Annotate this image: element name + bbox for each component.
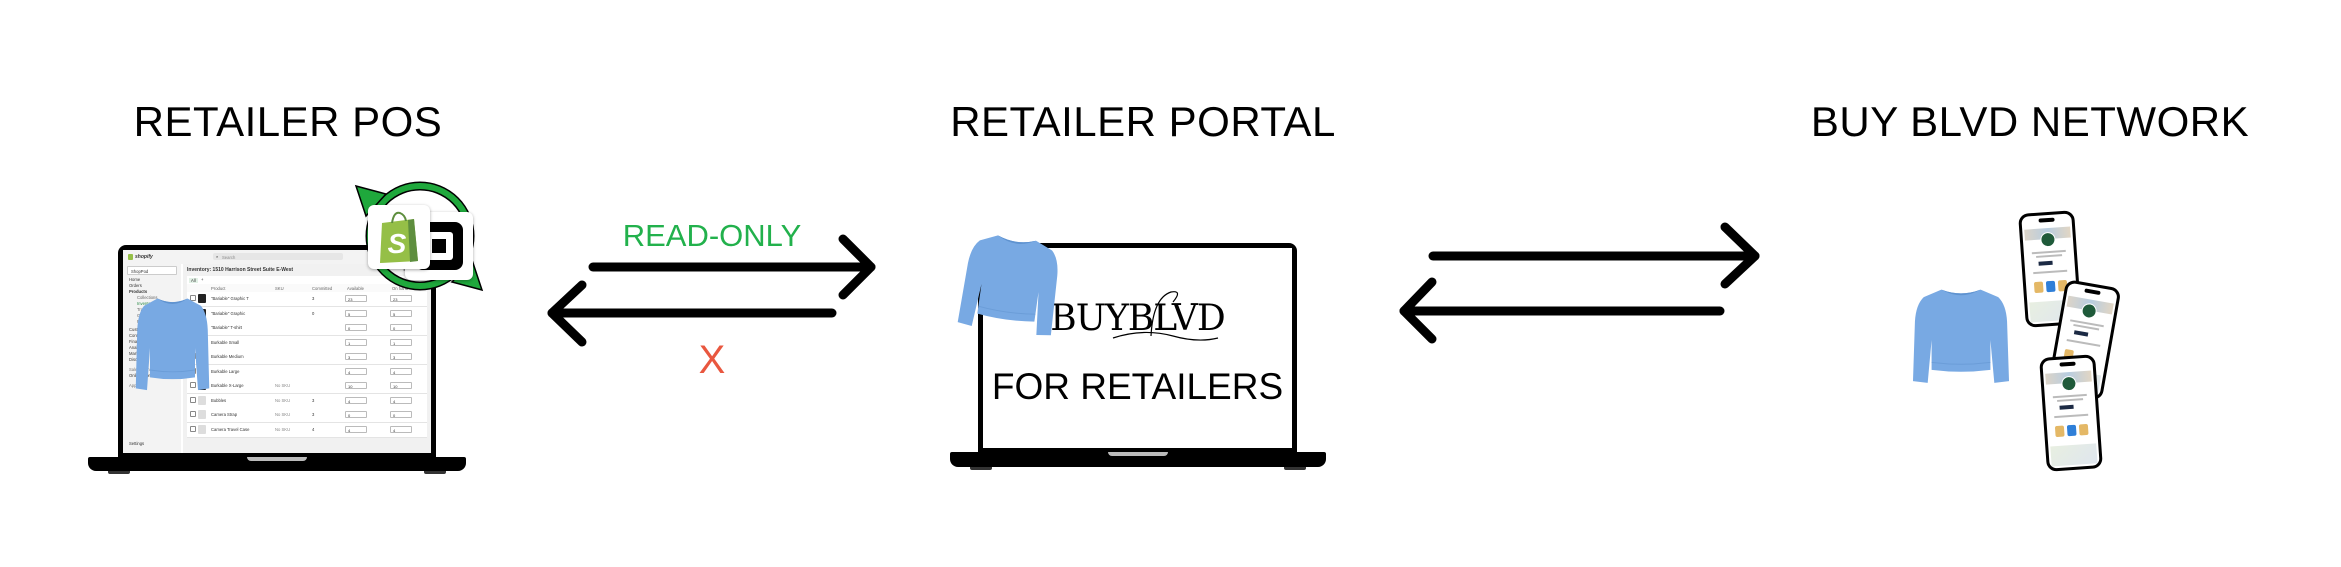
sweater-product-image [955,226,1066,350]
product-thumbnail [198,410,206,419]
sidebar-item-collections[interactable]: Collections [137,295,158,300]
on-hand-qty-input[interactable]: 4 [390,367,412,375]
available-qty-input[interactable]: 4 [345,425,367,433]
product-name: Camera Strap [211,412,238,417]
buy-blvd-network-title: BUY BLVD NETWORK [1810,98,2250,145]
available-qty-input[interactable]: 3 [345,353,367,360]
available-qty-input[interactable]: 4 [345,367,367,375]
product-name: Burkable Large [211,368,240,374]
product-name: Bubbles [211,397,227,403]
inventory-page-title: Inventory: 1510 Harrison Street Suite E-… [187,267,294,273]
portal-to-pos-arrow [547,280,837,347]
available-qty-input[interactable]: 10 [345,382,367,389]
shopify-brand: shopify [135,254,153,260]
retailer-pos-title: RETAILER POS [133,98,443,145]
on-hand-qty-input[interactable]: 23 [390,295,412,302]
table-tabs: All + [187,276,427,284]
available-qty-input[interactable]: 5 [345,309,367,317]
column-committed: Committed [312,286,333,291]
portal-laptop-base [950,452,1326,470]
on-hand-qty-input[interactable]: 0 [390,411,412,418]
committed-qty: 3 [312,412,315,417]
available-qty-input[interactable]: 4 [345,396,367,404]
sidebar-item-apps[interactable]: Apps [129,383,139,388]
read-only-label: READ-ONLY [622,218,802,253]
product-thumbnail [198,294,206,303]
add-tab-button[interactable]: + [201,277,204,282]
shopify-logo-icon [128,254,133,260]
product-name: "Bariable" Graphic T [211,296,249,301]
svg-text:S: S [388,228,407,259]
product-thumbnail [198,395,206,405]
table-row[interactable]: Burkable Large 4 4 [187,364,427,380]
search-placeholder: Search [222,254,236,260]
product-name: "Bariable" Graphic [211,310,246,316]
on-hand-qty-input[interactable]: 1 [390,338,412,346]
inventory-main: Inventory: 1510 Harrison Street Suite E-… [183,264,431,453]
retailer-portal-title: RETAILER PORTAL [950,98,1336,145]
committed-qty: 4 [312,426,315,432]
row-checkbox[interactable] [190,382,196,388]
tab-all[interactable]: All [189,277,198,283]
product-sku: No SKU [275,426,291,432]
available-qty-input[interactable]: 0 [345,411,367,418]
pos-to-portal-arrow [588,234,876,300]
column-available: Available [347,286,364,291]
available-qty-input[interactable]: 0 [345,324,367,331]
on-hand-qty-input[interactable]: 3 [390,353,412,360]
sweater-product-image [1912,284,2010,396]
available-qty-input[interactable]: 1 [345,338,367,346]
product-thumbnail [198,424,206,434]
committed-qty: 3 [312,296,315,301]
product-name: Burkable Medium [211,354,244,359]
product-sku: No SKU [275,397,291,403]
row-checkbox[interactable] [190,396,196,403]
search-input[interactable]: ⌕ Search [213,253,343,260]
on-hand-qty-input[interactable]: 5 [390,309,412,317]
product-name: "Bariable" T-shirt [211,325,243,330]
sidebar-item-settings[interactable]: Settings [129,441,145,446]
column-on-hand: On hand [392,286,409,291]
sidebar-item-content[interactable]: Content [129,333,144,338]
column-sku: SKU [275,286,284,291]
table-row[interactable]: Camera Travel Case No SKU 4 4 4 [187,422,427,438]
search-icon: ⌕ [216,254,219,259]
shopify-bag-logo: S [368,205,430,269]
portal-to-network-arrow [1428,222,1760,289]
buyblvd-logo-swash [1112,291,1219,341]
sidebar-item-inventory[interactable]: Inventory [137,301,155,306]
row-checkbox[interactable] [190,295,196,301]
sidebar-item-orders[interactable]: Orders [129,283,142,288]
available-qty-input[interactable]: 23 [345,295,367,302]
write-blocked-x: X [698,338,726,382]
table-header: Product SKU Committed Available On hand [187,284,427,292]
on-hand-qty-input[interactable]: 4 [390,396,412,404]
for-retailers-label: FOR RETAILERS [991,366,1284,407]
store-selector-label: ShopPod [131,268,149,274]
buyblvd-logo: BUYBLVD [1050,298,1226,339]
committed-qty: 3 [312,397,315,403]
shopify-top-bar: shopify ⌕ Search [123,250,431,264]
on-hand-qty-input[interactable]: 4 [390,425,412,433]
network-to-portal-arrow [1399,277,1725,344]
product-name: Burkable X-Large [211,383,244,388]
on-hand-qty-input[interactable]: 10 [390,382,412,389]
pos-laptop-base [88,457,466,474]
store-selector[interactable]: ShopPod [127,266,177,275]
sidebar-item-home[interactable]: Home [129,277,141,282]
product-name: Burkable Small [211,339,240,345]
product-sku: No SKU [275,412,291,417]
on-hand-qty-input[interactable]: 0 [390,324,412,331]
column-product: Product [211,286,226,291]
row-checkbox[interactable] [190,411,196,417]
product-sku: No SKU [275,383,291,388]
phone-screenshot-3 [2039,354,2103,472]
committed-qty: 0 [312,310,315,316]
product-name: Camera Travel Case [211,426,250,432]
row-checkbox[interactable] [190,425,196,432]
sidebar-item-products[interactable]: Products [129,289,148,294]
